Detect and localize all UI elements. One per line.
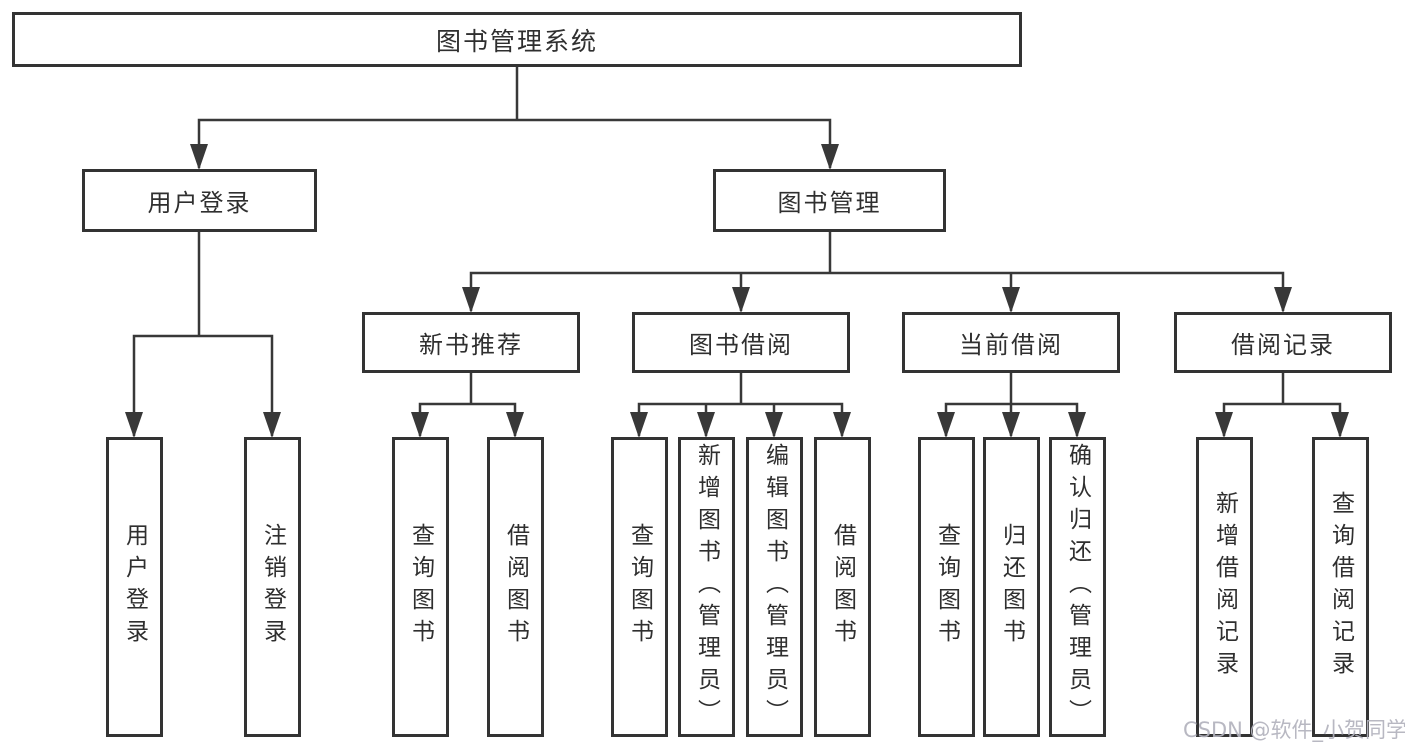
node-book-borrow: 图书借阅 <box>632 312 850 373</box>
leaf-query-book-borrow-label: 查询图书 <box>626 523 653 651</box>
node-borrow-record-label: 借阅记录 <box>1231 331 1335 359</box>
arrow-icon <box>411 412 429 438</box>
leaf-borrow-book-label: 借阅图书 <box>829 523 856 651</box>
arrow-icon <box>1002 412 1020 438</box>
arrow-icon <box>630 412 648 438</box>
node-new-book-recommend: 新书推荐 <box>362 312 580 373</box>
leaf-confirm-return-admin: 确认归还（管理员） <box>1048 437 1106 737</box>
arrow-icon <box>1331 412 1349 438</box>
connector-recommend-to-leaves <box>418 373 517 436</box>
node-book-management-label: 图书管理 <box>777 189 882 217</box>
leaf-edit-book-admin: 编辑图书（管理员） <box>745 437 803 737</box>
leaf-query-borrow-record: 查询借阅记录 <box>1311 437 1369 737</box>
arrow-icon <box>1068 412 1086 438</box>
leaf-return-book-label: 归还图书 <box>998 523 1025 651</box>
node-current-borrow: 当前借阅 <box>902 312 1120 373</box>
connector-borrowmodule-to-leaves <box>637 373 844 436</box>
connector-root-to-level2 <box>197 67 832 168</box>
arrow-icon <box>462 287 480 313</box>
leaf-query-book-current-label: 查询图书 <box>933 523 960 651</box>
csdn-watermark: CSDN @软件_小贺同学 <box>1183 718 1405 742</box>
arrow-icon <box>190 144 208 170</box>
arrow-icon <box>125 412 143 438</box>
leaf-query-book-borrow: 查询图书 <box>610 437 668 737</box>
leaf-user-login-label: 用户登录 <box>121 523 148 651</box>
node-new-book-recommend-label: 新书推荐 <box>419 331 523 359</box>
connector-bookmgmt-to-level3 <box>469 232 1285 311</box>
arrow-icon <box>833 412 851 438</box>
arrow-icon <box>732 287 750 313</box>
node-user-login-label: 用户登录 <box>147 189 252 217</box>
arrow-icon <box>1002 287 1020 313</box>
node-book-borrow-label: 图书借阅 <box>689 331 793 359</box>
arrow-icon <box>821 144 839 170</box>
leaf-query-borrow-record-label: 查询借阅记录 <box>1327 491 1354 683</box>
node-root-label: 图书管理系统 <box>435 26 598 56</box>
arrowheads <box>125 144 1349 438</box>
leaf-borrow-book-recommend: 借阅图书 <box>486 437 544 737</box>
node-borrow-record: 借阅记录 <box>1174 312 1392 373</box>
arrow-icon <box>1215 412 1233 438</box>
arrow-icon <box>1274 287 1292 313</box>
node-book-management: 图书管理 <box>713 169 946 232</box>
leaf-add-borrow-record-label: 新增借阅记录 <box>1211 491 1238 683</box>
arrow-icon <box>506 412 524 438</box>
leaf-query-book-current: 查询图书 <box>917 437 975 737</box>
leaf-user-login: 用户登录 <box>105 437 163 737</box>
connector-userlogin-to-leaves <box>132 232 274 436</box>
arrow-icon <box>765 412 783 438</box>
leaf-edit-book-admin-label: 编辑图书（管理员） <box>761 443 788 731</box>
leaf-logout: 注销登录 <box>243 437 301 737</box>
leaf-confirm-return-admin-label: 确认归还（管理员） <box>1064 443 1091 731</box>
leaf-borrow-book-recommend-label: 借阅图书 <box>502 523 529 651</box>
arrow-icon <box>263 412 281 438</box>
leaf-logout-label: 注销登录 <box>259 523 286 651</box>
leaf-query-book-recommend-label: 查询图书 <box>407 523 434 651</box>
leaf-add-borrow-record: 新增借阅记录 <box>1195 437 1253 737</box>
leaf-add-book-admin-label: 新增图书（管理员） <box>693 443 720 731</box>
arrow-icon <box>697 412 715 438</box>
leaf-borrow-book: 借阅图书 <box>813 437 871 737</box>
leaf-add-book-admin: 新增图书（管理员） <box>677 437 735 737</box>
node-user-login: 用户登录 <box>82 169 317 232</box>
leaf-return-book: 归还图书 <box>982 437 1040 737</box>
connector-record-to-leaves <box>1222 373 1342 436</box>
leaf-query-book-recommend: 查询图书 <box>391 437 449 737</box>
node-current-borrow-label: 当前借阅 <box>959 331 1063 359</box>
arrow-icon <box>937 412 955 438</box>
node-root: 图书管理系统 <box>12 12 1022 67</box>
